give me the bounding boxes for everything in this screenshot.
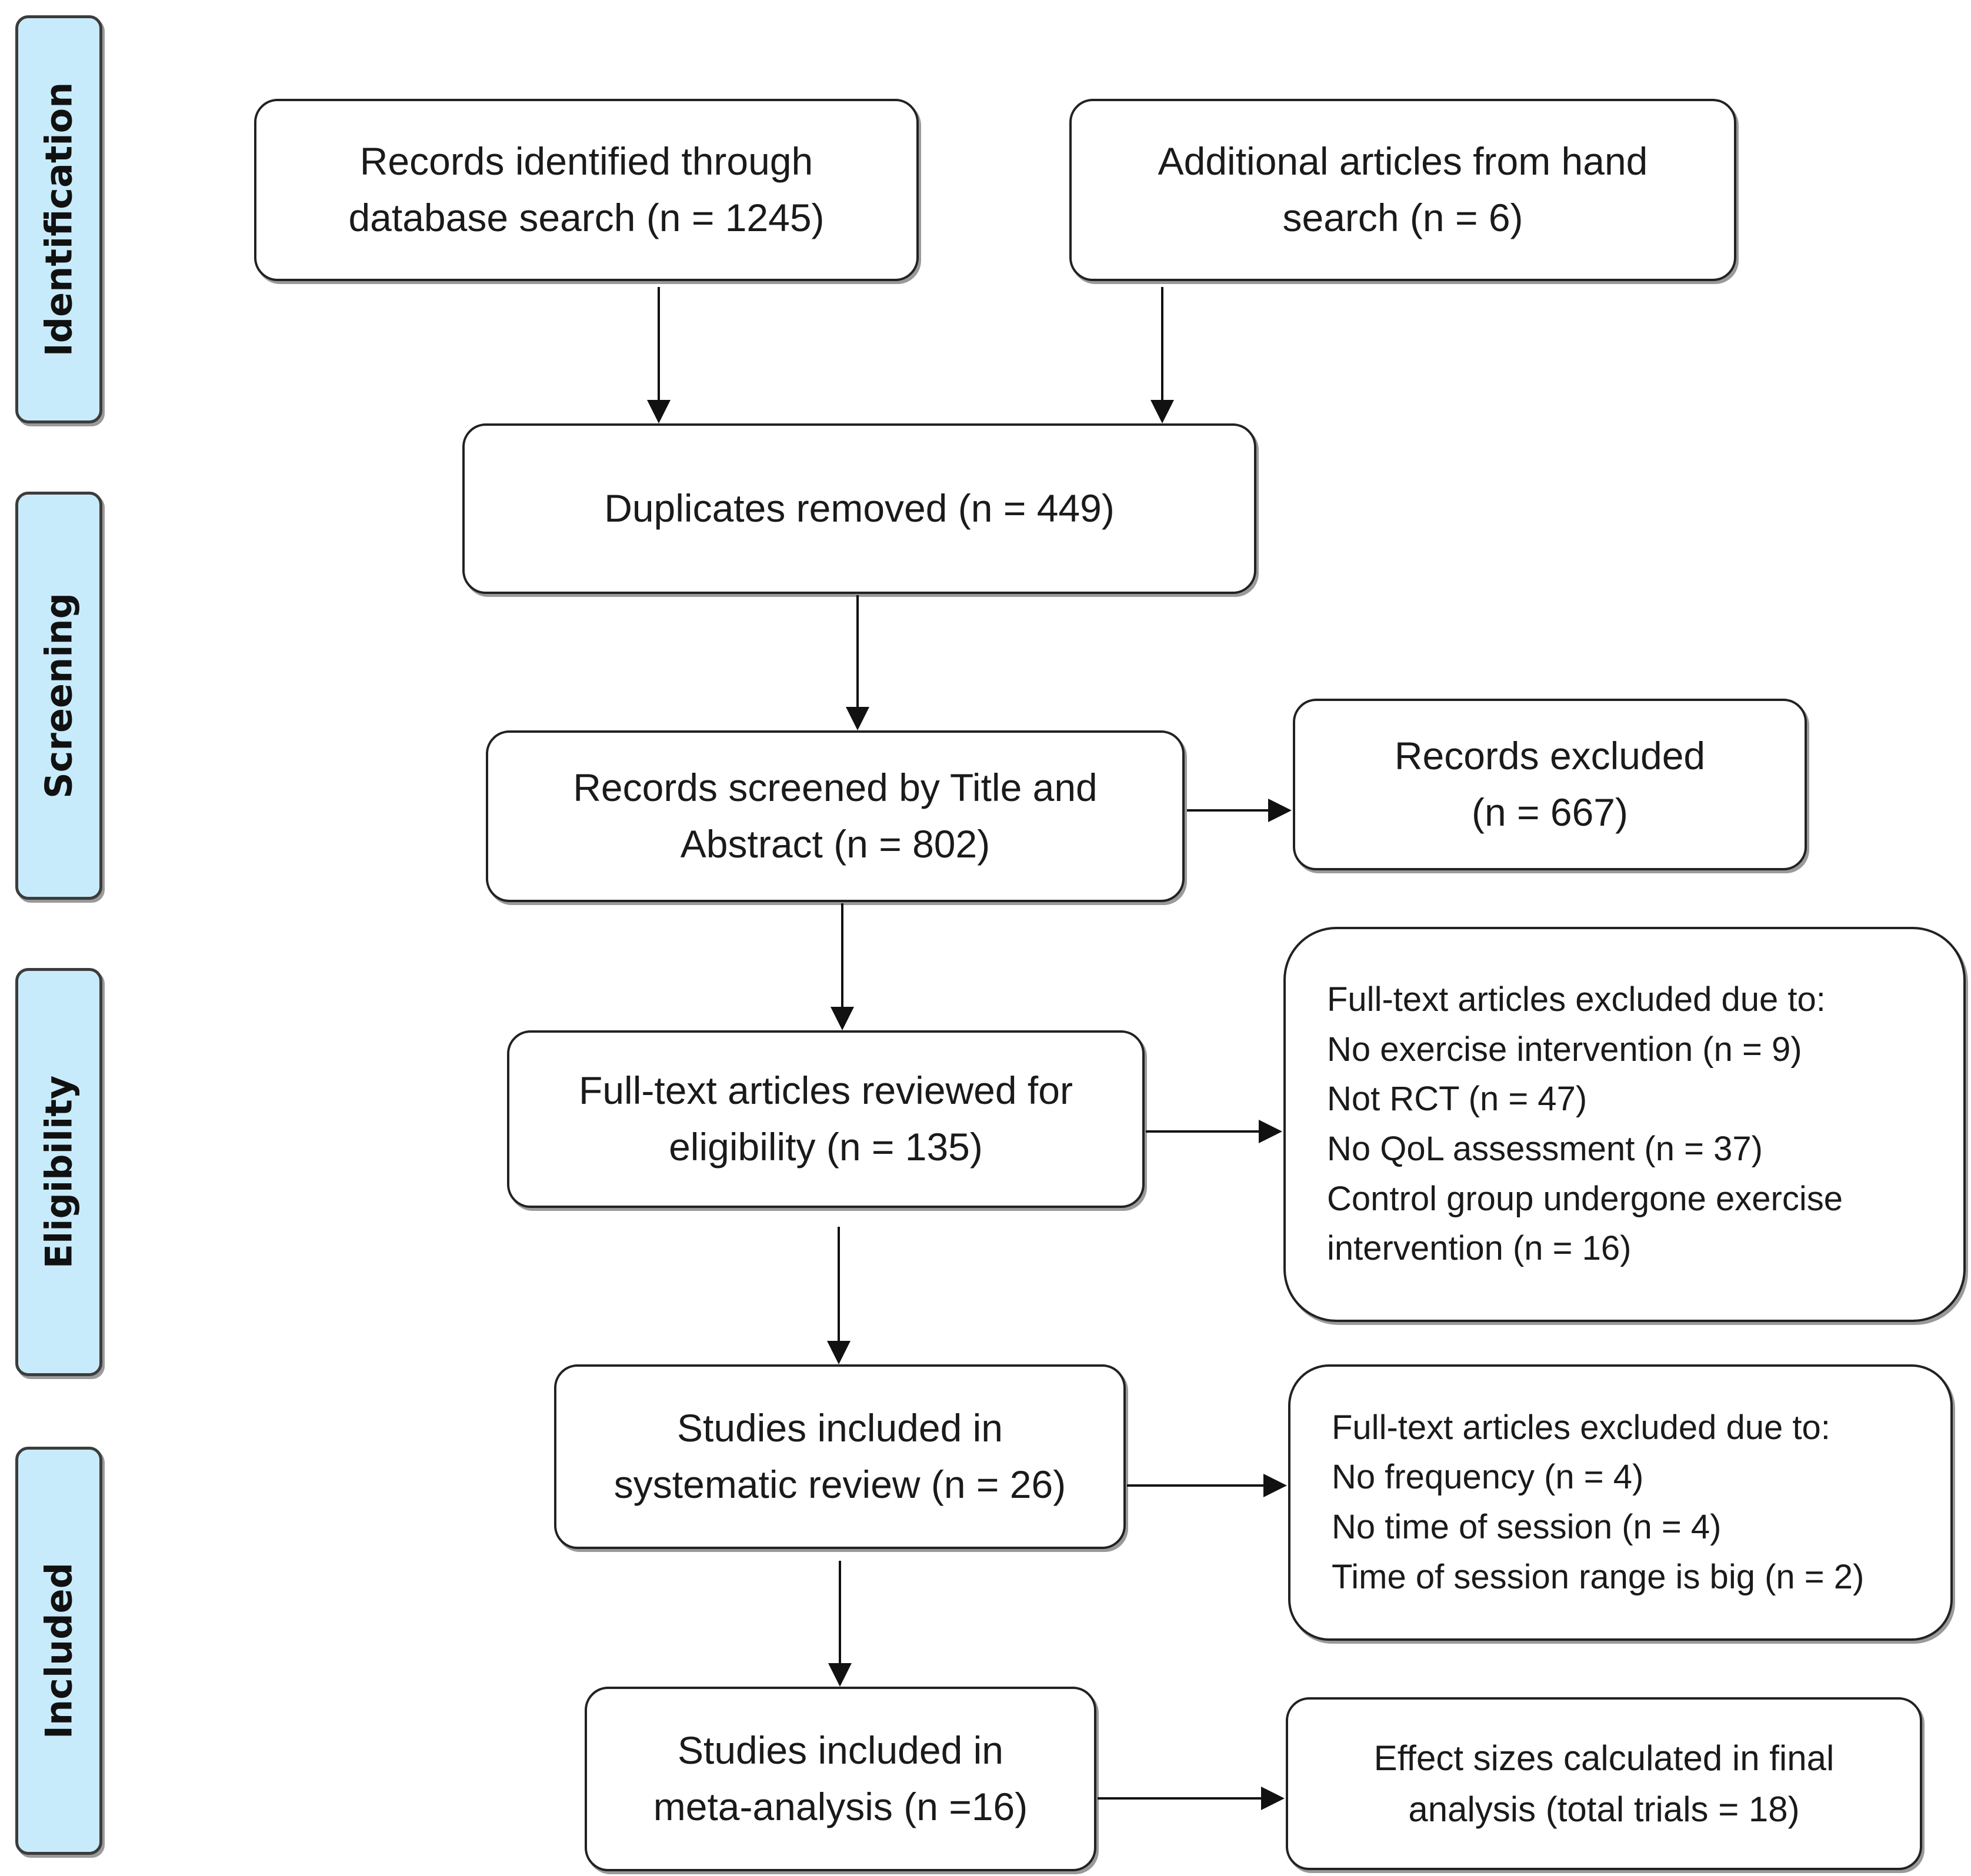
node-hand-search: Additional articles from hand search (n … xyxy=(1069,99,1736,281)
node-effect-sizes: Effect sizes calculated in final analysi… xyxy=(1286,1697,1922,1870)
node-records-excluded-line-2: (n = 667) xyxy=(1471,790,1628,834)
phase-screening: Screening xyxy=(15,492,102,900)
node-effect-sizes-line-1: Effect sizes calculated in final xyxy=(1373,1738,1835,1778)
node-records-screened-line-1: Records screened by Title and xyxy=(573,766,1098,810)
node-fulltext-reviewed-line-2: eligibility (n = 135) xyxy=(669,1125,983,1169)
excluded-1-line-5: Control group undergone exercise xyxy=(1327,1179,1843,1218)
node-systematic-review-line-2: systematic review (n = 26) xyxy=(613,1463,1066,1506)
excluded-1-line-4: No QoL assessment (n = 37) xyxy=(1327,1130,1763,1168)
node-meta-analysis-line-2: meta-analysis (n =16) xyxy=(653,1785,1028,1828)
node-database-search: Records identified through database sear… xyxy=(254,99,919,281)
excluded-2-line-4: Time of session range is big (n = 2) xyxy=(1332,1557,1865,1596)
excluded-1-line-1: Full-text articles excluded due to: xyxy=(1327,980,1826,1019)
node-records-screened-line-2: Abstract (n = 802) xyxy=(680,822,990,866)
excluded-1-line-6: intervention (n = 16) xyxy=(1327,1229,1632,1268)
node-effect-sizes-line-2: analysis (total trials = 18) xyxy=(1408,1790,1800,1829)
node-fulltext-excluded-2: Full-text articles excluded due to: No f… xyxy=(1288,1364,1953,1641)
node-duplicates-removed-line-1: Duplicates removed (n = 449) xyxy=(604,486,1115,530)
node-records-screened: Records screened by Title and Abstract (… xyxy=(486,730,1185,902)
node-hand-search-line-1: Additional articles from hand xyxy=(1158,139,1648,183)
node-records-excluded-line-1: Records excluded xyxy=(1394,734,1706,778)
excluded-2-line-1: Full-text articles excluded due to: xyxy=(1332,1408,1830,1447)
node-records-excluded: Records excluded (n = 667) xyxy=(1293,699,1807,870)
node-meta-analysis-line-1: Studies included in xyxy=(677,1728,1004,1772)
node-fulltext-reviewed-line-1: Full-text articles reviewed for xyxy=(579,1069,1073,1113)
node-systematic-review: Studies included in systematic review (n… xyxy=(554,1364,1126,1549)
node-meta-analysis: Studies included in meta-analysis (n =16… xyxy=(585,1687,1096,1871)
node-database-search-line-1: Records identified through xyxy=(359,139,813,183)
excluded-1-line-3: Not RCT (n = 47) xyxy=(1327,1080,1588,1119)
excluded-1-line-2: No exercise intervention (n = 9) xyxy=(1327,1030,1802,1069)
node-database-search-line-2: database search (n = 1245) xyxy=(348,196,825,239)
phase-included: Included xyxy=(15,1447,102,1855)
node-duplicates-removed: Duplicates removed (n = 449) xyxy=(462,423,1256,594)
node-hand-search-line-2: search (n = 6) xyxy=(1282,196,1523,239)
phase-eligibility: Eligibility xyxy=(15,968,102,1376)
node-fulltext-excluded-1: Full-text articles excluded due to: No e… xyxy=(1283,927,1966,1322)
excluded-2-line-2: No frequency (n = 4) xyxy=(1332,1458,1644,1497)
phase-identification: Identification xyxy=(15,15,102,423)
node-fulltext-reviewed: Full-text articles reviewed for eligibil… xyxy=(507,1030,1145,1208)
node-systematic-review-line-1: Studies included in xyxy=(676,1406,1003,1450)
excluded-2-line-3: No time of session (n = 4) xyxy=(1332,1508,1722,1546)
